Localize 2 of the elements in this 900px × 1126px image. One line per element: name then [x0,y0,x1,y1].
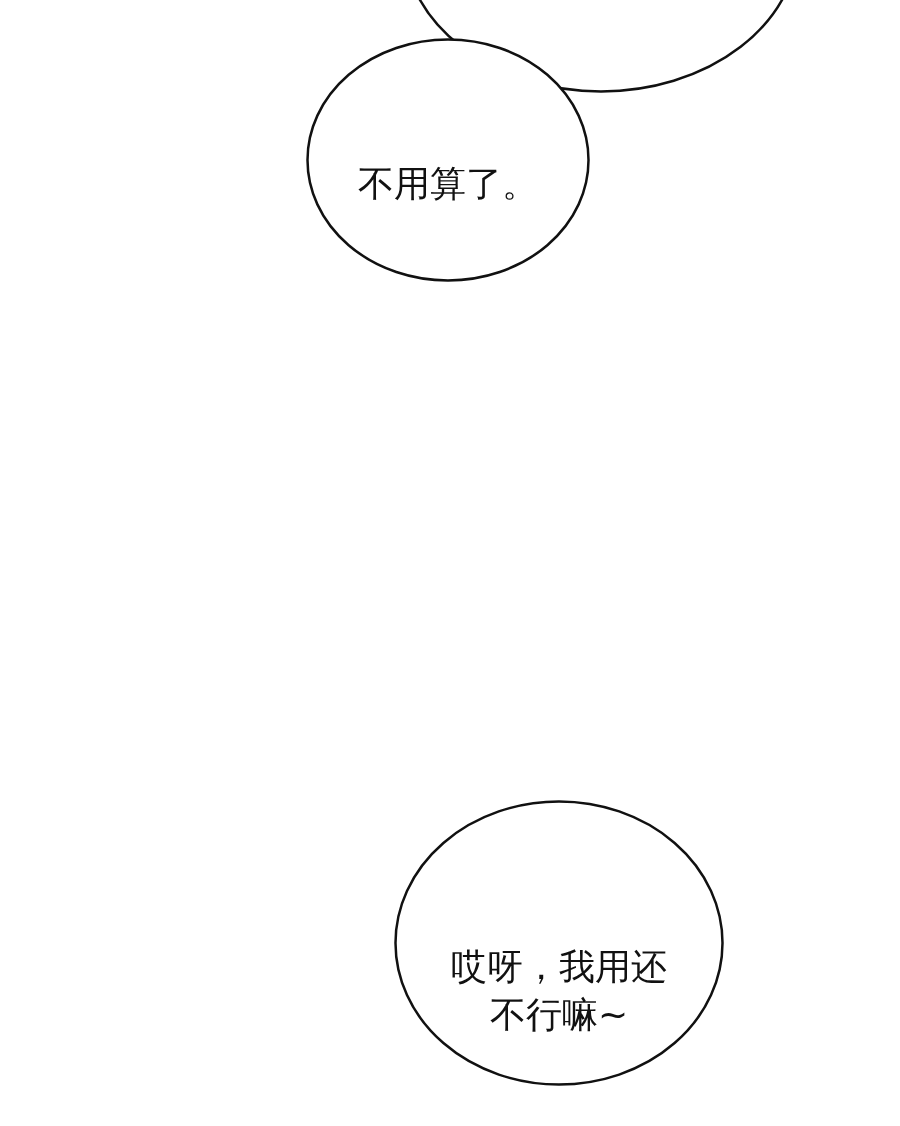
speech-text: 不用算了。 [357,162,539,206]
speech-text: 哎呀，我用还不行嘛~ [450,945,668,1037]
